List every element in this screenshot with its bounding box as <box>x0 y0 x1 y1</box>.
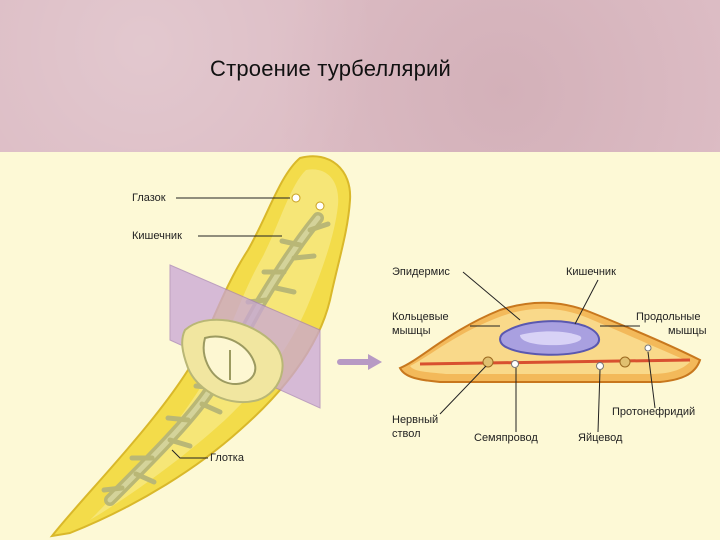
label-epidermis: Эпидермис <box>392 266 450 279</box>
label-eye: Глазок <box>132 192 166 205</box>
transition-arrow <box>340 354 382 370</box>
label-nerve-line2: ствол <box>392 428 421 441</box>
label-pharynx: Глотка <box>210 452 244 465</box>
label-gut-left: Кишечник <box>132 230 182 243</box>
label-ring-muscles-line2: мышцы <box>392 325 431 338</box>
label-protonephridia: Протонефридий <box>612 406 695 419</box>
label-ring-muscles-line1: Кольцевые <box>392 311 449 324</box>
label-oviduct: Яйцевод <box>578 432 622 445</box>
label-gut-right: Кишечник <box>566 266 616 279</box>
label-sperm-duct: Семяпровод <box>474 432 538 445</box>
label-nerve-line1: Нервный <box>392 414 438 427</box>
label-long-muscles-line2: мышцы <box>668 325 707 338</box>
label-long-muscles-line1: Продольные <box>636 311 700 324</box>
